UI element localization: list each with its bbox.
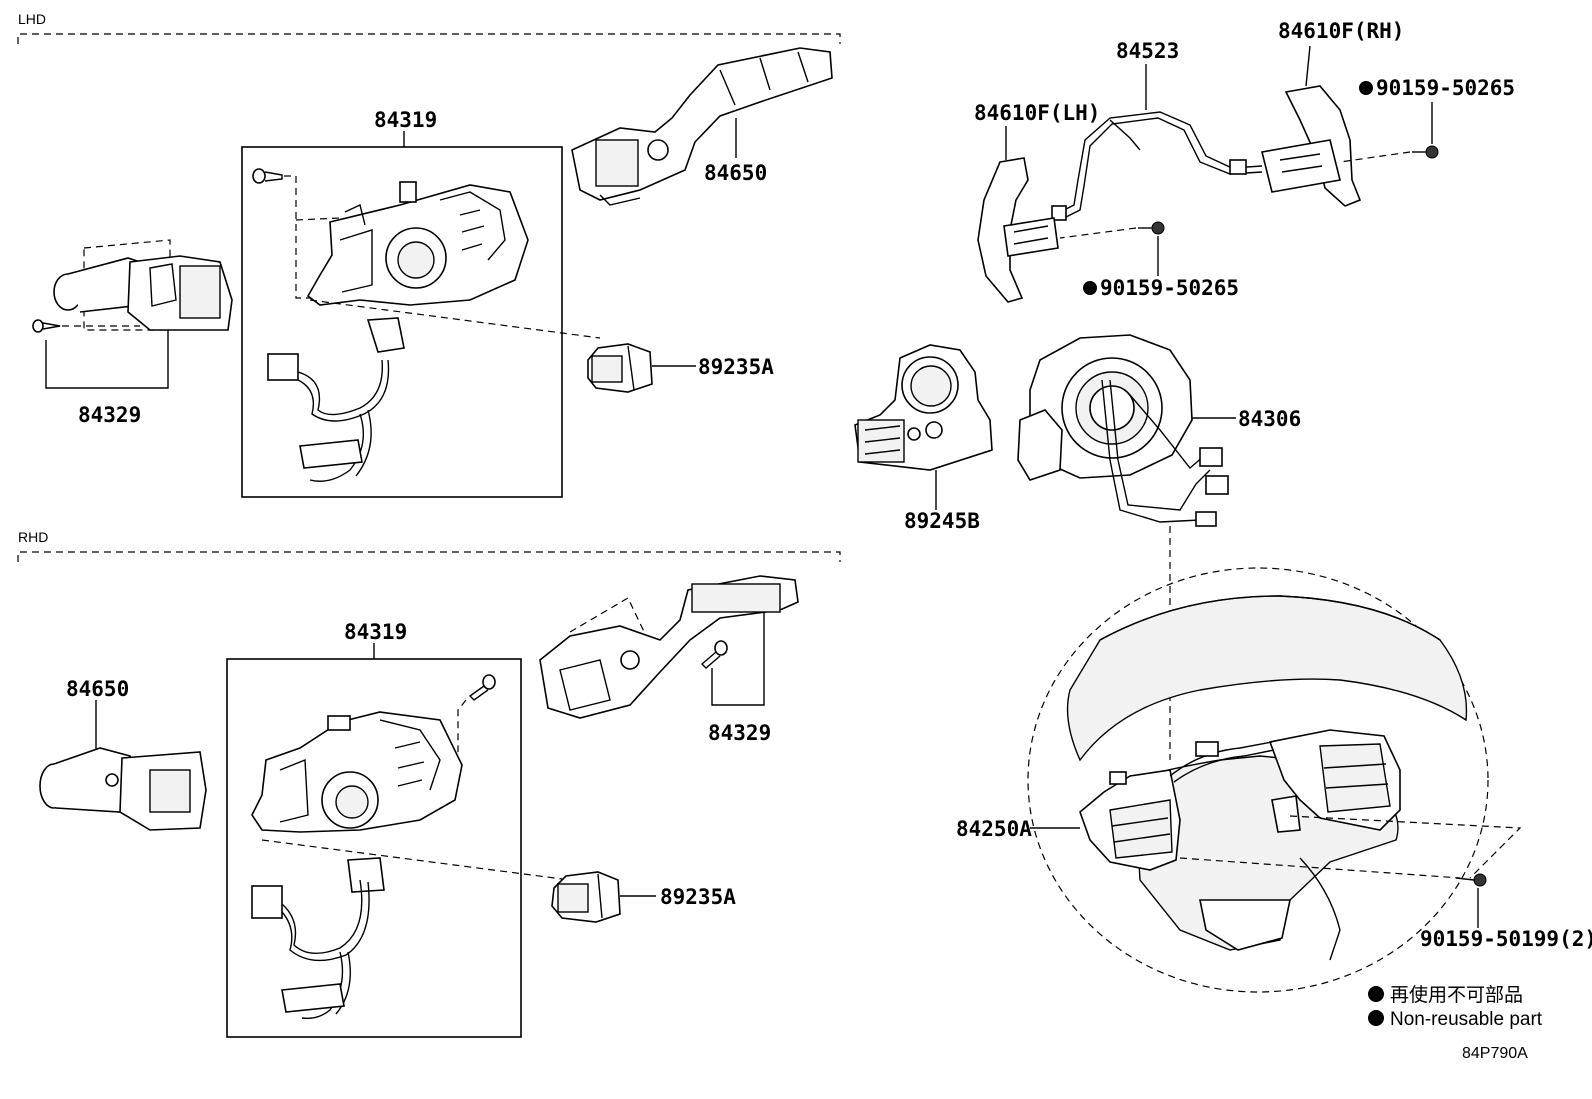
diagram-code: 84P790A (1462, 1045, 1528, 1062)
label-screw-lh[interactable]: 90159-50265 (1100, 276, 1239, 300)
switch-assy-84250a-icon (1079, 729, 1401, 871)
rhd-label-89235a[interactable]: 89235A (660, 885, 736, 909)
label-harness-84523[interactable]: 84523 (1116, 39, 1179, 63)
rhd-screw-icon (468, 674, 496, 701)
paddle-rh-icon (1261, 85, 1362, 207)
screw-90159-50199-icon (1455, 873, 1487, 887)
sensor-89245b-icon (854, 344, 993, 471)
legend-bullet-jp-icon (1368, 986, 1384, 1002)
section-label-lhd: LHD (18, 11, 46, 27)
paddle-lh-icon (977, 157, 1059, 303)
non-reusable-marker-icon (1359, 81, 1373, 95)
rhd-switch-body-icon (251, 711, 463, 833)
section-bracket-rhd (17, 551, 841, 562)
rhd-combination-switch-group: 84319 (226, 620, 522, 1038)
lhd-label-89235a[interactable]: 89235A (698, 355, 774, 379)
section-label-rhd: RHD (18, 529, 48, 545)
lhd-label-84329[interactable]: 84329 (78, 403, 141, 427)
rhd-wire-harness-icon (251, 857, 385, 1020)
steering-wheel-icon (1027, 567, 1489, 993)
label-switch-assy-84250a[interactable]: 84250A (956, 817, 1032, 841)
label-paddle-rh[interactable]: 84610F(RH) (1278, 19, 1404, 43)
section-bracket-lhd (17, 33, 841, 44)
label-screw-90159-50199[interactable]: 90159-50199(2) (1420, 927, 1592, 951)
lhd-84650-switch-icon (571, 47, 833, 206)
label-paddle-lh[interactable]: 84610F(LH) (974, 101, 1100, 125)
harness-84523-icon (1051, 111, 1263, 221)
rhd-label-84650[interactable]: 84650 (66, 677, 129, 701)
label-spiral-cable-84306[interactable]: 84306 (1238, 407, 1301, 431)
spiral-cable-84306-icon (1017, 334, 1229, 527)
lhd-label-84319[interactable]: 84319 (374, 108, 437, 132)
rhd-89235a-sensor-icon (551, 871, 621, 923)
lhd-screw-icon (252, 168, 283, 184)
rhd-84650-switch-icon (39, 747, 207, 831)
lhd-84319-box (241, 146, 563, 498)
rhd-84329-switch-icon (539, 575, 799, 719)
rhd-label-84329[interactable]: 84329 (708, 721, 771, 745)
legend-japanese: 再使用不可部品 (1390, 984, 1523, 1006)
legend-bullet-en-icon (1368, 1010, 1384, 1026)
legend-english: Non-reusable part (1390, 1009, 1543, 1030)
lhd-combination-switch-group: 84319 (241, 108, 563, 498)
lhd-label-84650[interactable]: 84650 (704, 161, 767, 185)
lhd-wire-harness-icon (267, 317, 405, 482)
lhd-84329-switch-icon (32, 239, 233, 333)
screw-90159-50265-rh-icon (1339, 145, 1439, 163)
rhd-label-84319[interactable]: 84319 (344, 620, 407, 644)
non-reusable-marker-icon (1083, 281, 1097, 295)
lhd-switch-body-icon (306, 181, 529, 306)
screw-90159-50265-lh-icon (1059, 221, 1165, 239)
lhd-89235a-sensor-icon (587, 343, 653, 393)
label-sensor-89245b[interactable]: 89245B (904, 509, 980, 533)
label-screw-rh[interactable]: 90159-50265 (1376, 76, 1515, 100)
rhd-84329-screw-icon (700, 640, 728, 669)
